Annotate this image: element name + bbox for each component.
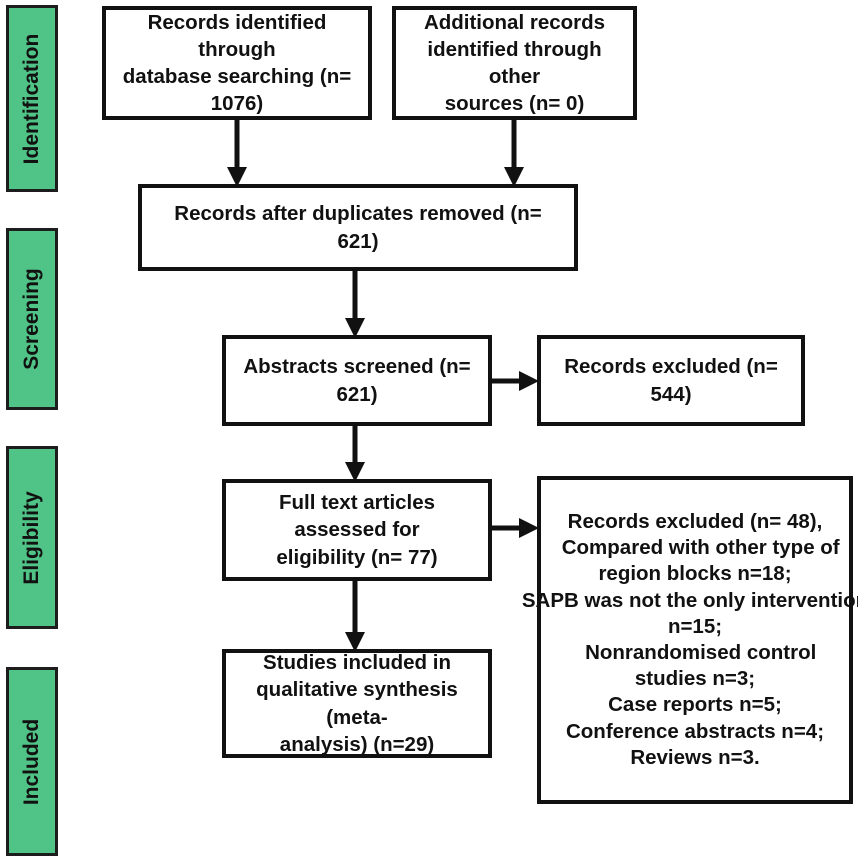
duplicates-removed-text: Records after duplicates removed (n= 621… bbox=[174, 202, 542, 253]
database-search-box: Records identified through database sear… bbox=[102, 6, 372, 120]
studies-included-text: Studies included in qualitative synthesi… bbox=[256, 651, 458, 756]
exclusion-line: Records excluded (n= 48), bbox=[567, 509, 823, 533]
exclusion-line: region blocks n=18; bbox=[598, 562, 792, 586]
duplicates-removed-box: Records after duplicates removed (n= 621… bbox=[138, 184, 578, 271]
exclusion-reasons-box: Records excluded (n= 48), Compared with … bbox=[522, 476, 858, 804]
database-search-text: Records identified through database sear… bbox=[122, 10, 352, 116]
full-text-text: Full text articles assessed for eligibil… bbox=[276, 491, 438, 569]
exclusion-line: Reviews n=3. bbox=[630, 745, 760, 769]
exclusion-line: n=15; bbox=[667, 614, 723, 638]
records-excluded-text: Records excluded (n= 544) bbox=[564, 355, 778, 406]
abstracts-screened-box: Abstracts screened (n= 621) bbox=[222, 335, 492, 426]
exclusion-line: Nonrandomised control bbox=[573, 641, 817, 664]
phase-included: Included bbox=[6, 667, 58, 856]
exclusion-line: studies n=3; bbox=[634, 667, 756, 691]
phase-eligibility: Eligibility bbox=[6, 446, 58, 629]
records-excluded-box: Records excluded (n= 544) bbox=[537, 335, 805, 426]
exclusion-line: Case reports n=5; bbox=[608, 693, 782, 717]
abstracts-screened-text: Abstracts screened (n= 621) bbox=[243, 355, 471, 406]
phase-identification: Identification bbox=[6, 5, 58, 192]
exclusion-line: Compared with other type of bbox=[550, 536, 840, 560]
phase-screening: Screening bbox=[6, 228, 58, 410]
other-sources-box: Additional records identified through ot… bbox=[392, 6, 637, 120]
exclusion-line: Conference abstracts n=4; bbox=[565, 719, 825, 743]
exclusion-line: SAPB was not the only intervention bbox=[521, 588, 858, 612]
other-sources-text: Additional records identified through ot… bbox=[423, 10, 606, 116]
studies-included-box: Studies included in qualitative synthesi… bbox=[222, 649, 492, 758]
